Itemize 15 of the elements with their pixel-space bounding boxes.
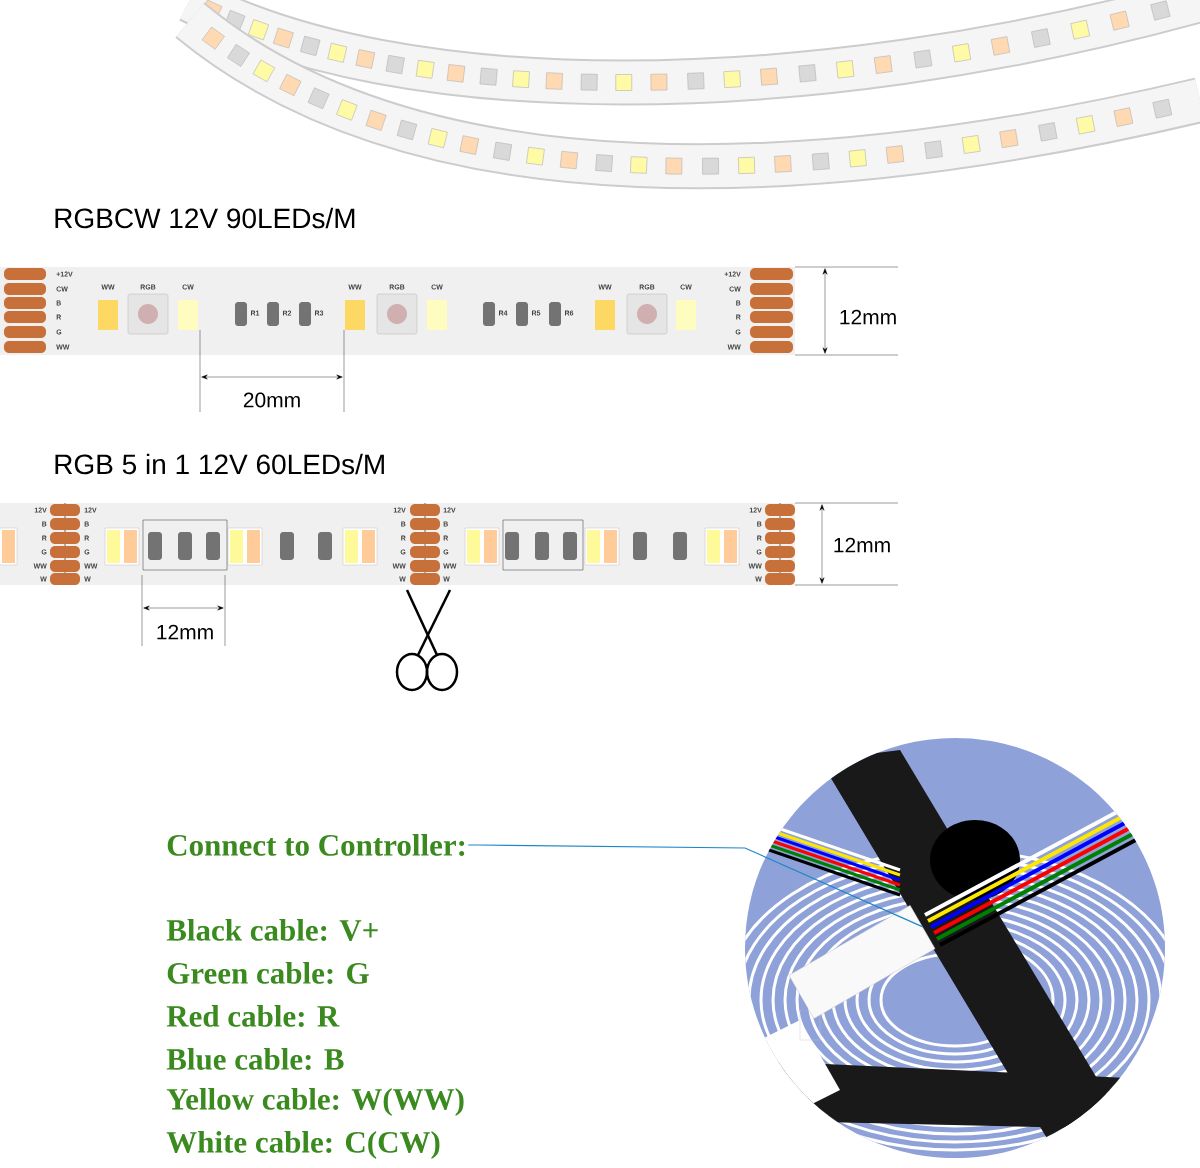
leader-line <box>467 844 924 928</box>
strip-title: RGB 5 in 1 12V 60LEDs/M <box>55 453 384 475</box>
wiring-label: Yellow cable: W(WW) <box>166 1087 464 1117</box>
wiring-label: Red cable: R <box>166 1005 340 1027</box>
dimension-label: 12mm <box>840 309 896 325</box>
dimension-label: 12mm <box>834 537 890 553</box>
dimension-label: 20mm <box>243 392 300 408</box>
wiring-label: Green cable: G <box>167 962 369 984</box>
wiring-label: Blue cable: B <box>166 1048 344 1070</box>
wiring-label: Black cable: V+ <box>166 919 378 941</box>
cable-sleeve <box>788 905 936 1019</box>
dimension-label: 12mm <box>157 624 213 640</box>
wiring-label: White cable: C(CW) <box>166 1130 440 1160</box>
callout-text: Connect to Controller: <box>167 834 465 856</box>
strip-title: RGBCW 12V 90LEDs/M <box>55 207 355 229</box>
